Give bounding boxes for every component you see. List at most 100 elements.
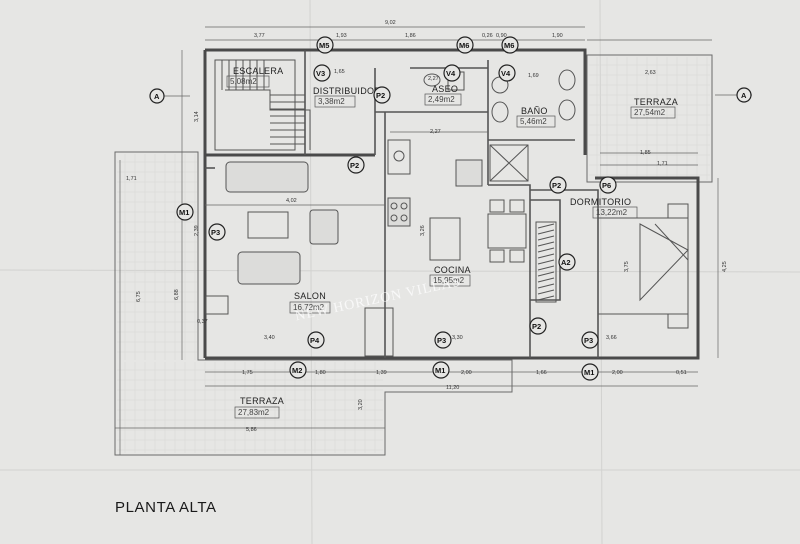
dimension-labels: 9,02 3,77 1,93 1,86 0,26 0,90 1,90 2,63 … (126, 20, 728, 433)
armchair (309, 209, 339, 245)
dim-terraza-east-w: 2,63 (645, 70, 656, 76)
section-marker-left-label: A (154, 92, 160, 101)
dimension-lines (115, 26, 719, 455)
toilet-aseo (423, 73, 441, 87)
tag-v4b: V4 (501, 69, 511, 78)
tag-p4-circle (307, 331, 325, 349)
balcony-door-frame (364, 307, 394, 357)
dim-kitchen-w: 2,27 (430, 129, 441, 135)
dim-bot-6: 2,00 (612, 370, 623, 376)
bidet (491, 101, 509, 123)
room-labels: ESCALERA 5,08m2 DISTRIBUIDOR 3,38m2 ASEO… (230, 66, 678, 417)
dim-top-2: 1,93 (336, 33, 347, 39)
dim-right-h: 4,25 (722, 261, 728, 272)
room-label-salon: SALON (294, 291, 326, 301)
dim-top-6: 1,90 (552, 33, 563, 39)
room-label-escalera: ESCALERA (233, 66, 283, 76)
room-area-terraza-south: 27,83m2 (238, 408, 270, 417)
dining-table (487, 213, 527, 249)
dim-left-b: 0,37 (197, 319, 208, 325)
room-label-aseo: ASEO (432, 84, 458, 94)
tag-p3c: P3 (584, 336, 593, 345)
room-area-bano: 5,46m2 (520, 117, 547, 126)
dim-small-c: 1,69 (528, 73, 539, 79)
dim-escalera-h: 3,14 (194, 111, 200, 122)
room-label-cocina: COCINA (434, 265, 471, 275)
dim-kitchen-h: 3,26 (420, 225, 426, 236)
area-boxes (226, 75, 676, 419)
dim-bot-7: 0,51 (676, 370, 687, 376)
tag-m1b: M1 (435, 366, 445, 375)
tag-p2b-circle (347, 156, 365, 174)
tag-p3a-circle (208, 223, 226, 241)
tag-m1a-circle (176, 203, 194, 221)
hob (387, 197, 411, 227)
dim-left-total: 6,75 (136, 291, 142, 302)
tag-m5: M5 (319, 41, 329, 50)
fridge (455, 159, 483, 187)
dim-bot-3: 1,39 (376, 370, 387, 376)
coffee-table (247, 211, 289, 239)
tag-m1b-circle (432, 361, 450, 379)
tag-m1c-circle (581, 363, 599, 381)
tag-a2: A2 (561, 258, 571, 267)
tag-a2-circle (558, 253, 576, 271)
room-area-distribuidor: 3,38m2 (318, 97, 345, 106)
dim-salon-w: 4,02 (286, 198, 297, 204)
tag-m6b: M6 (504, 41, 514, 50)
tag-v3-circle (313, 64, 331, 82)
section-marker-left (149, 88, 165, 104)
room-label-bano: BAÑO (521, 106, 548, 116)
tag-p2b: P2 (350, 161, 359, 170)
room-label-terraza-east: TERRAZA (634, 97, 678, 107)
tag-p2a-circle (373, 86, 391, 104)
tag-m2-circle (289, 361, 307, 379)
dim-terraza-south-w: 5,86 (246, 427, 257, 433)
section-markers: A A (149, 87, 752, 104)
dim-bot-a: 3,40 (264, 335, 275, 341)
dim-small-b: 2,27 (428, 76, 439, 82)
dim-small-a: 1,65 (334, 69, 345, 75)
dim-bot-total: 11,20 (446, 385, 459, 391)
tag-v4a-circle (443, 64, 461, 82)
side-table (205, 295, 229, 315)
tag-p2c: P2 (552, 181, 561, 190)
tag-p2c-circle (549, 176, 567, 194)
tag-m6a-circle (456, 36, 474, 54)
tag-m5-circle (316, 36, 334, 54)
dim-dorm-w2: 1,85 (640, 150, 651, 156)
dim-top-total: 9,02 (385, 20, 396, 26)
tag-m1a: M1 (179, 208, 189, 217)
room-area-salon: 16,72m2 (293, 303, 325, 312)
dim-top-5: 0,90 (496, 33, 507, 39)
dim-bot-1: 1,75 (242, 370, 253, 376)
tag-m2: M2 (292, 366, 302, 375)
dim-left-h: 2,39 (194, 225, 200, 236)
dim-left-s: 1,71 (126, 176, 137, 182)
room-area-cocina: 15,95m2 (433, 276, 465, 285)
dim-dorm-w: 1,71 (657, 161, 668, 167)
room-area-terraza-east: 27,54m2 (634, 108, 666, 117)
room-area-aseo: 2,49m2 (428, 95, 455, 104)
dim-dorm-h: 3,75 (624, 261, 630, 272)
tag-p3c-circle (581, 331, 599, 349)
tag-p3a: P3 (211, 228, 220, 237)
tag-v4b-circle (498, 64, 516, 82)
furniture (205, 69, 689, 357)
sink (387, 139, 411, 175)
dim-left-h2: 6,88 (174, 289, 180, 300)
wardrobe (535, 221, 557, 303)
dim-top-4: 0,26 (482, 33, 493, 39)
room-label-terraza-south: TERRAZA (240, 396, 284, 406)
room-area-escalera: 5,08m2 (230, 77, 257, 86)
staircase (214, 59, 311, 151)
tag-p6-circle (599, 176, 617, 194)
dim-bot-5: 1,66 (536, 370, 547, 376)
tag-p6: P6 (602, 181, 611, 190)
tag-p3b: P3 (437, 336, 446, 345)
sofa (237, 251, 301, 285)
tag-p2d-circle (529, 317, 547, 335)
dim-top-1: 3,77 (254, 33, 265, 39)
